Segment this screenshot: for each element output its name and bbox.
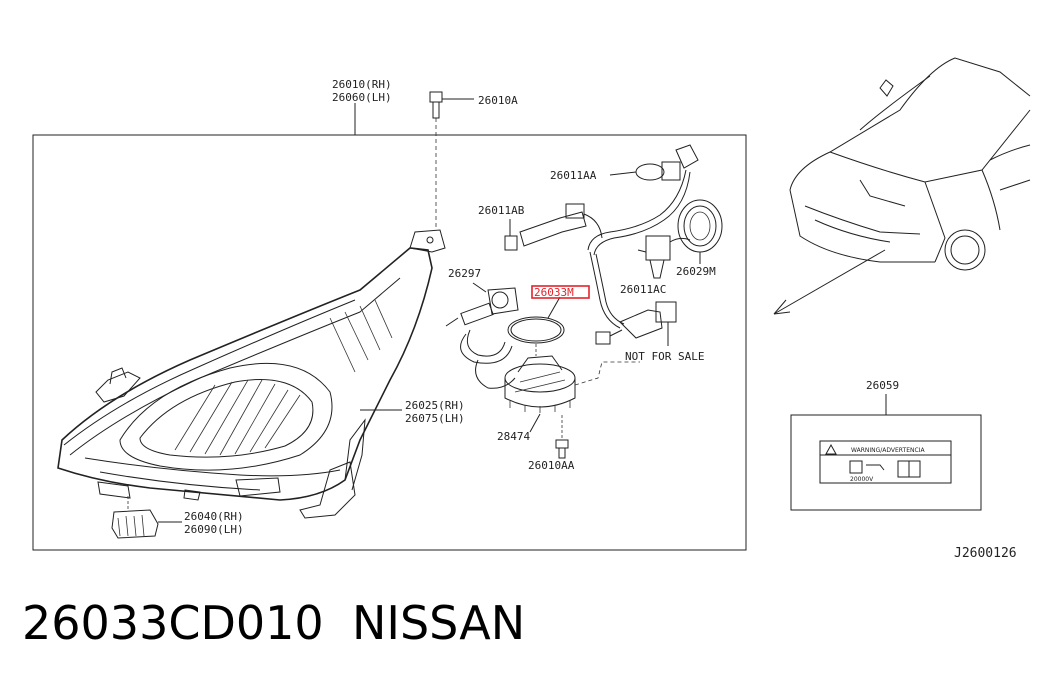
harness-26011aa xyxy=(587,144,699,329)
hid-bulb-26297 xyxy=(445,282,519,389)
callout-28474: 28474 xyxy=(497,430,530,443)
car-location-illustration xyxy=(773,57,1031,315)
callout-26011ac: 26011AC xyxy=(620,283,666,296)
warning-label-title: WARNING/ADVERTENCIA xyxy=(851,447,925,454)
headlamp-housing xyxy=(57,229,446,519)
part-number: 26033CD010 xyxy=(22,596,324,650)
ballast-28474 xyxy=(504,344,640,413)
screw-26010aa xyxy=(555,415,569,459)
callout-26011ab: 26011AB xyxy=(478,204,525,217)
highlight-26033m xyxy=(531,285,590,299)
callout-26059: 26059 xyxy=(866,379,899,392)
label-box xyxy=(790,414,982,511)
diagram-code: J2600126 xyxy=(954,546,1017,561)
callout-26025-rh: 26025(RH) xyxy=(405,399,465,412)
bracket-26040 xyxy=(111,496,182,539)
callout-26040-rh: 26040(RH) xyxy=(184,510,244,523)
connector-plug xyxy=(595,301,677,346)
callout-26075-lh: 26075(LH) xyxy=(405,412,465,425)
callout-26033m: 26033M xyxy=(534,286,574,299)
bulb-26011ab xyxy=(504,203,603,251)
cap-26029m xyxy=(677,199,723,264)
brand-name: NISSAN xyxy=(352,596,526,650)
callout-26090-lh: 26090(LH) xyxy=(184,523,244,536)
callout-26010aa: 26010AA xyxy=(528,459,575,472)
not-for-sale-note: NOT FOR SALE xyxy=(625,350,704,363)
callout-26010-rh: 26010(RH) xyxy=(332,78,392,91)
callout-26011aa: 26011AA xyxy=(550,169,597,182)
callout-26297: 26297 xyxy=(448,267,481,280)
callout-26010a: 26010A xyxy=(478,94,518,107)
warning-label-26059: WARNING/ADVERTENCIA 20000V xyxy=(819,440,952,484)
warning-label-voltage: 20000V xyxy=(850,476,874,483)
callout-26029m: 26029M xyxy=(676,265,716,278)
screw-26010a xyxy=(429,91,474,230)
assembly-frame xyxy=(32,134,747,551)
callout-26060-lh: 26060(LH) xyxy=(332,91,392,104)
o-ring-26033m xyxy=(507,296,565,344)
